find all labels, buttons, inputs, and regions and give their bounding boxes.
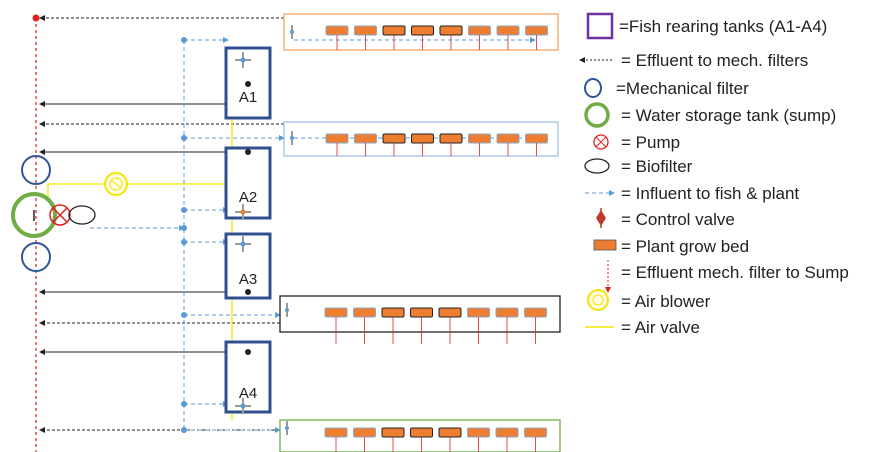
grow-bed [410,427,433,438]
grow-bed [325,133,349,144]
blue-circle-icon [584,78,602,98]
grow-bed [354,133,377,144]
grow-bed [411,133,434,144]
legend-item-text: =Mechanical filter [616,79,749,98]
sump-label: I [32,208,36,225]
grow-bed-system-4 [279,419,561,452]
control-valve-icon [596,208,606,228]
legend-item-text: =Fish rearing tanks (A1-A4) [619,17,827,36]
grow-bed-system-2 [283,121,559,157]
grow-bed [381,307,405,318]
legend-item-text: = Air blower [621,292,711,311]
sump-return-line [32,14,40,452]
grow-bed [354,25,377,36]
legend-item-text: = Biofilter [621,157,693,176]
biofilter-icon [584,158,610,174]
pump-icon [593,134,609,150]
legend-item-text: = Effluent to mech. filters [621,51,808,70]
grow-bed [382,133,406,144]
green-circle-icon [584,102,610,128]
grow-bed [353,427,376,438]
grow-bed [468,25,491,36]
fish-tank-a2: A2 [224,146,272,220]
air-lines [47,60,233,420]
air-blower [104,172,128,196]
fish-tank-a4: A4 [224,340,272,414]
grow-bed [410,307,433,318]
pump [49,204,71,226]
grow-bed [468,133,491,144]
legend-item-text: = Influent to fish & plant [621,184,799,203]
grow-bed [325,25,349,36]
mechanical-filter-bottom [21,242,51,272]
grow-bed-system-3 [279,295,561,333]
grow-bed [496,25,520,36]
grow-bed [382,25,406,36]
legend-item-text: = Plant grow bed [621,237,749,256]
grow-bed [467,427,490,438]
effluent-lines [39,15,284,433]
grow-bed [495,427,519,438]
tank-label-a4: A4 [239,385,257,402]
biofilter [68,205,96,225]
grow-bed [495,307,519,318]
control-valves [235,25,294,435]
legend-item-text: = Pump [621,133,680,152]
grow-bed [438,307,462,318]
tank-label-a3: A3 [239,271,257,288]
legend-icons [579,12,617,328]
grow-bed [381,427,405,438]
grow-bed [438,427,462,438]
grow-bed [439,25,463,36]
influent-lines [90,37,536,433]
purple-square-icon [586,12,614,40]
grow-bed [324,307,348,318]
grow-bed [411,25,434,36]
grow-bed [524,307,547,318]
plant-grow-bed-systems [279,13,561,452]
grow-bed [525,25,548,36]
grow-bed [496,133,520,144]
tank-label-a1: A1 [239,89,257,106]
fish-tank-a1: A1 [224,46,272,120]
grow-bed [524,427,547,438]
mechanical-filter-top [21,155,51,185]
legend: =Fish rearing tanks (A1-A4) = Effluent to… [616,17,849,337]
grow-bed [467,307,490,318]
legend-item-text: = Effluent mech. filter to Sump [621,263,849,282]
tank-label-a2: A2 [239,189,257,206]
grow-bed [439,133,463,144]
air-blower-icon [587,289,609,311]
grow-bed [353,307,376,318]
legend-item-text: = Air valve [621,318,700,337]
grow-bed-system-1 [283,13,559,51]
sump-tank: I [11,192,57,238]
grow-bed [324,427,348,438]
influent-junctions [181,37,187,433]
legend-item-text: = Water storage tank (sump) [621,106,836,125]
grow-bed [525,133,548,144]
legend-item-text: = Control valve [621,210,735,229]
grow-bed-icon [593,239,617,251]
